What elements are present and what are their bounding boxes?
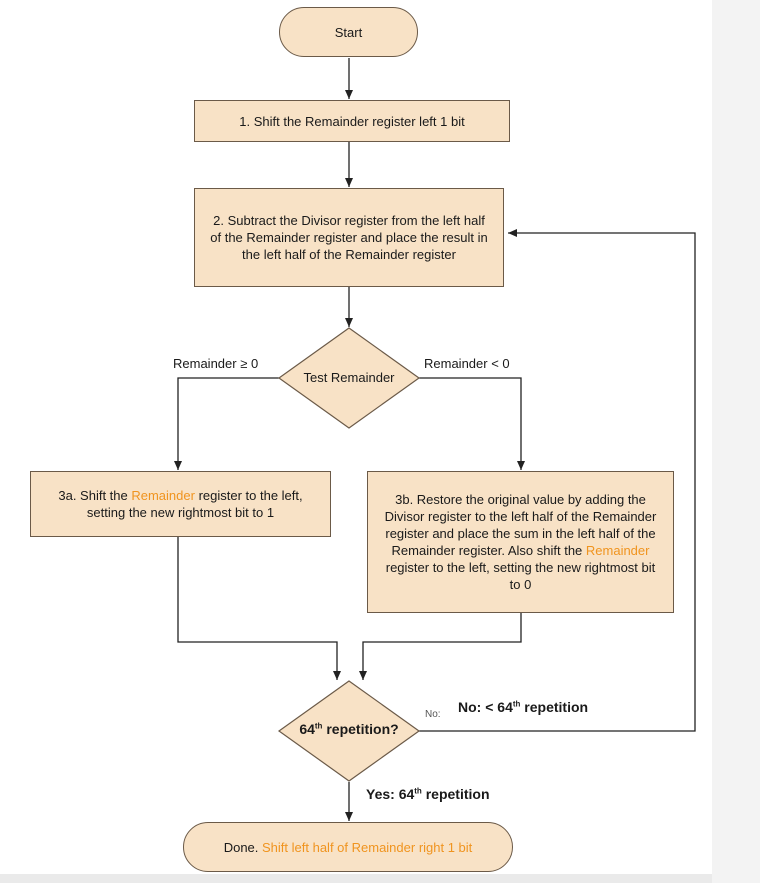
- arrow-step3a-to-repetition: [177, 537, 341, 680]
- step3b-box: 3b. Restore the original value by adding…: [367, 471, 674, 613]
- no-small-label: No:: [425, 709, 441, 720]
- step3a-text: 3a. Shift the Remainder register to the …: [58, 488, 303, 520]
- step2-box: 2. Subtract the Divisor register from th…: [194, 188, 504, 287]
- step3b-text: 3b. Restore the original value by adding…: [384, 492, 657, 592]
- arrow-test-to-step3a: [174, 377, 279, 470]
- step3a-box: 3a. Shift the Remainder register to the …: [30, 471, 331, 537]
- arrow-test-to-step3b: [419, 377, 525, 470]
- bottom-edge: [0, 874, 712, 883]
- start-node: Start: [279, 7, 418, 57]
- step1-box: 1. Shift the Remainder register left 1 b…: [194, 100, 510, 142]
- repetition-label: 64th repetition?: [299, 721, 399, 737]
- step2-text: 2. Subtract the Divisor register from th…: [210, 213, 488, 262]
- step1-text: 1. Shift the Remainder register left 1 b…: [239, 113, 465, 129]
- done-node: Done. Shift left half of Remainder right…: [183, 822, 513, 872]
- done-highlight: Shift left half of Remainder right 1 bit: [262, 839, 473, 855]
- scrollbar-gutter: [712, 0, 760, 883]
- arrow-loop-back-to-step2: [419, 229, 696, 732]
- remainder-ge-label: Remainder ≥ 0: [173, 356, 259, 371]
- step3a-highlight: Remainder: [131, 488, 195, 503]
- start-label: Start: [334, 24, 363, 40]
- yes-label: Yes: 64th repetition: [366, 786, 490, 802]
- repetition-diamond: [277, 680, 421, 782]
- test-remainder-label: Test Remainder: [303, 370, 395, 385]
- remainder-lt-label: Remainder < 0: [424, 356, 510, 371]
- no-loop-label: No: < 64th repetition: [458, 699, 589, 715]
- done-text: Done. Shift left half of Remainder right…: [223, 839, 473, 855]
- step3b-highlight: Remainder: [585, 543, 650, 558]
- test-remainder-diamond: [277, 327, 421, 429]
- arrow-step3b-to-repetition: [359, 613, 522, 680]
